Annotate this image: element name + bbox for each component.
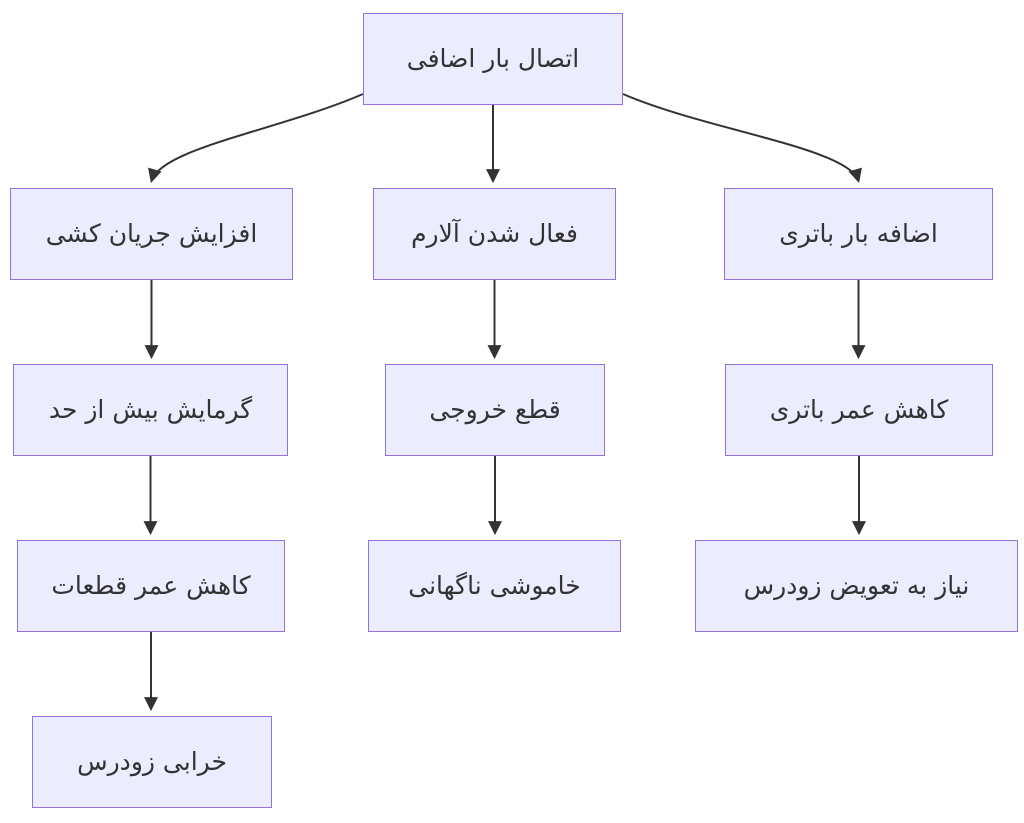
node-battery-overload: اضافه بار باتری [724,188,993,280]
node-output-cutoff: قطع خروجی [385,364,605,456]
edge-root-to-left-1 [148,93,364,184]
node-premature-failure: خرابی زودرس [32,716,272,808]
node-alarm-activation: فعال شدن آلارم [373,188,616,280]
node-early-replacement-need: نیاز به تعویض زودرس [695,540,1018,632]
edge-root-to-right-1 [622,93,862,184]
node-sudden-shutdown: خاموشی ناگهانی [368,540,621,632]
node-overheating: گرمایش بیش از حد [13,364,288,456]
node-component-life-reduction: کاهش عمر قطعات [17,540,285,632]
node-extra-load-connection: اتصال بار اضافی [363,13,623,105]
node-battery-life-reduction: کاهش عمر باتری [725,364,993,456]
node-current-draw-increase: افزایش جریان کشی [10,188,293,280]
